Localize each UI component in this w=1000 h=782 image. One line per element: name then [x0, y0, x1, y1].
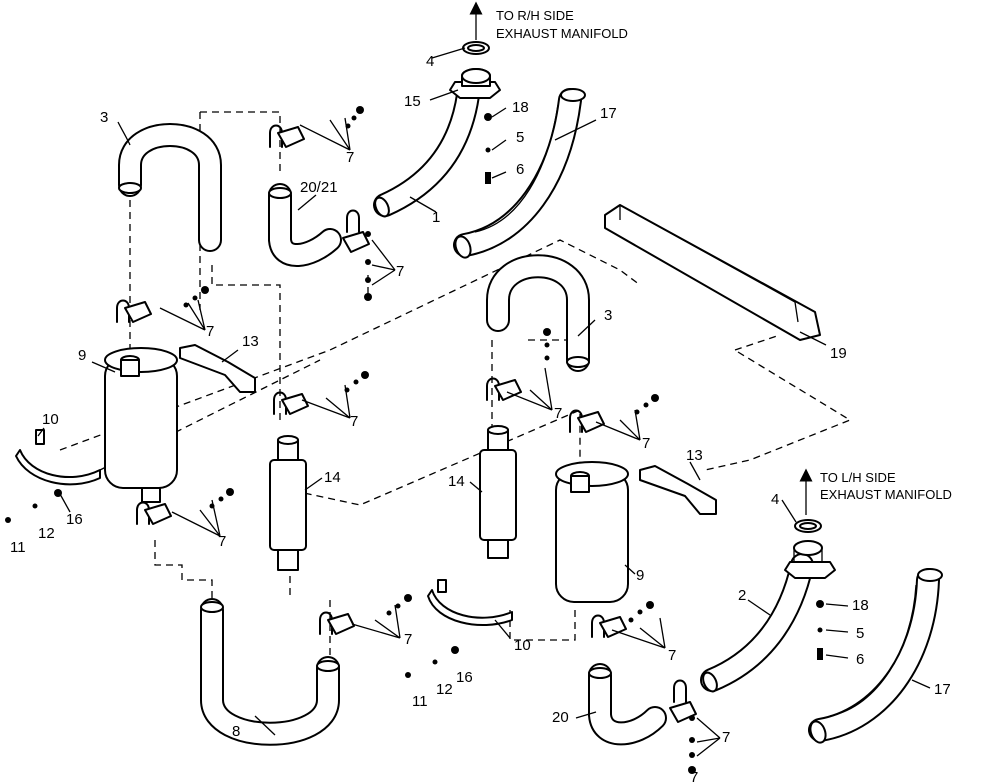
assembly-dashed-lines: [59, 111, 852, 660]
callout-9-left: 9: [78, 347, 86, 364]
clamp-7-e: [136, 501, 172, 525]
callout-18-lower: 18: [852, 597, 869, 614]
callout-6-lower: 6: [856, 651, 864, 668]
note-rh-line1: TO R/H SIDE: [496, 8, 574, 23]
callout-7-j: 7: [722, 729, 730, 746]
resonator-14-right: [479, 425, 517, 559]
callout-12-right: 12: [436, 681, 453, 698]
callout-7-c: 7: [206, 323, 214, 340]
resonator-14-left: [269, 435, 307, 571]
callout-7-a: 7: [346, 149, 354, 166]
muffler-9-left: [104, 347, 178, 503]
clamp-7-j: [669, 679, 697, 723]
pipe-20: [588, 663, 667, 746]
callout-11-left: 11: [10, 539, 26, 556]
callout-6-upper: 6: [516, 161, 524, 178]
pipe-2: [700, 519, 836, 693]
note-rh-line2: EXHAUST MANIFOLD: [496, 26, 628, 41]
callout-11-right: 11: [412, 693, 428, 710]
flange-15: [449, 68, 501, 99]
bracket-13-right: [639, 465, 717, 515]
callout-20: 20: [552, 709, 569, 726]
callout-7-d: 7: [350, 413, 358, 430]
callout-7-i: 7: [668, 647, 676, 664]
callout-13-left: 13: [242, 333, 259, 350]
bracket-13-left: [179, 344, 256, 393]
callout-leaders: [37, 47, 931, 757]
callout-14-right: 14: [448, 473, 465, 490]
callout-3-left: 3: [100, 109, 108, 126]
callout-7-e: 7: [218, 533, 226, 550]
callout-5-upper: 5: [516, 129, 524, 146]
callout-17-upper: 17: [600, 105, 617, 122]
callout-13-right: 13: [686, 447, 703, 464]
callout-1: 1: [432, 209, 440, 226]
callout-18-upper: 18: [512, 99, 529, 116]
strap-10-right: [427, 579, 513, 627]
crossmember-19: [604, 204, 821, 341]
callout-7-f: 7: [554, 405, 562, 422]
pipe-20-21: [268, 183, 342, 267]
callout-16-left: 16: [66, 511, 83, 528]
heat-shield-17-upper: [453, 88, 586, 259]
clamp-7-h: [319, 611, 355, 635]
callout-10-left: 10: [42, 411, 59, 428]
callout-7-b: 7: [396, 263, 404, 280]
callout-19: 19: [830, 345, 847, 362]
pipe-8: [200, 598, 340, 746]
manifold-notes: TO R/H SIDE EXHAUST MANIFOLD TO L/H SIDE…: [496, 8, 952, 502]
part-callouts: 3 3 4 4 15 18 5 6 17 1 20/21 7 7 7 7 7 7…: [10, 53, 951, 782]
pipe-3-right: [486, 254, 590, 372]
callout-4-lh: 4: [771, 491, 779, 508]
clamp-7-d: [273, 391, 309, 415]
callout-3-right: 3: [604, 307, 612, 324]
note-lh-line1: TO L/H SIDE: [820, 470, 896, 485]
strap-10-left: [15, 429, 101, 486]
clamp-7-a: [269, 124, 305, 148]
callout-16-right: 16: [456, 669, 473, 686]
pipe-1: [373, 83, 480, 218]
callout-15: 15: [404, 93, 421, 110]
clamp-7-c: [116, 299, 152, 323]
gasket-4-rh: [462, 41, 490, 55]
callout-12-left: 12: [38, 525, 55, 542]
pipe-3-left: [118, 123, 222, 252]
clamp-7-f: [486, 377, 522, 401]
callout-14-left: 14: [324, 469, 341, 486]
muffler-9-right: [555, 461, 629, 603]
callout-2: 2: [738, 587, 746, 604]
clamp-7-g: [569, 409, 605, 433]
note-lh-line2: EXHAUST MANIFOLD: [820, 487, 952, 502]
callout-5-lower: 5: [856, 625, 864, 642]
clamp-7-i: [591, 614, 627, 638]
heat-shield-17-lower: [808, 568, 943, 744]
callout-10-right: 10: [514, 637, 531, 654]
callout-17-lower: 17: [934, 681, 951, 698]
clamp-7-b: [342, 209, 370, 253]
callout-4-rh: 4: [426, 53, 434, 70]
callout-7-h: 7: [404, 631, 412, 648]
callout-7-g: 7: [642, 435, 650, 452]
callout-8: 8: [232, 723, 240, 740]
hardware-nuts-bolts: [5, 106, 824, 774]
callout-7-k: 7: [690, 769, 698, 782]
callout-20-21: 20/21: [300, 179, 338, 196]
callout-9-right: 9: [636, 567, 644, 584]
